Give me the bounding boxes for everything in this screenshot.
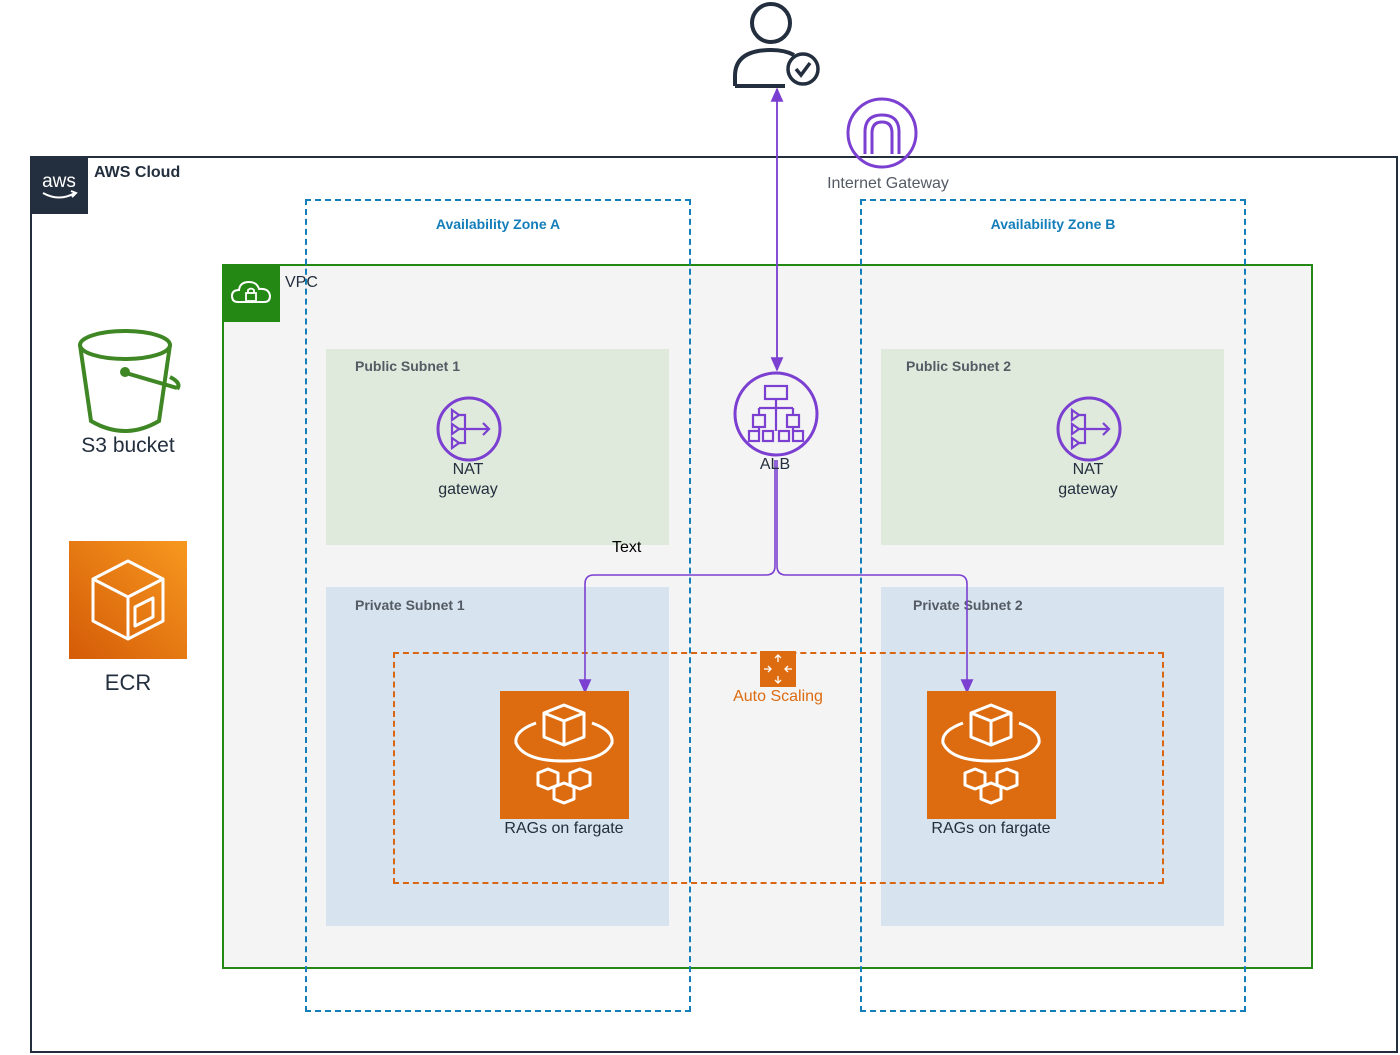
fargate-2-label: RAGs on fargate	[931, 820, 1051, 837]
nat-gateway-1-label: NAT gateway	[418, 460, 518, 500]
s3-bucket-label: S3 bucket	[81, 434, 175, 457]
floating-text-label: Text	[612, 539, 642, 556]
vpc-cloud-lock-icon	[222, 264, 280, 322]
alb-label: ALB	[759, 456, 791, 473]
fargate-2-icon	[927, 691, 1056, 819]
svg-text:aws: aws	[42, 171, 76, 192]
public-subnet-1	[326, 349, 669, 545]
nat-gateway-1-label-line1: NAT	[452, 461, 484, 478]
fargate-1-label: RAGs on fargate	[504, 820, 624, 837]
nat-gateway-1-icon	[436, 396, 502, 462]
availability-zone-b-label: Availability Zone B	[990, 216, 1116, 232]
auto-scaling-icon	[760, 651, 796, 687]
aws-cloud-label: AWS Cloud	[94, 164, 181, 181]
private-subnet-1-label: Private Subnet 1	[355, 597, 465, 613]
aws-cloud-container	[30, 156, 1398, 1053]
public-subnet-1-label: Public Subnet 1	[355, 358, 461, 374]
load-balancer-icon	[733, 371, 819, 457]
nat-gateway-2-label-line2: gateway	[1058, 481, 1118, 498]
public-subnet-2-label: Public Subnet 2	[906, 358, 1012, 374]
internet-gateway-icon	[846, 97, 918, 169]
ecr-label: ECR	[104, 670, 152, 695]
nat-gateway-2-label-line1: NAT	[1072, 461, 1104, 478]
private-subnet-2-label: Private Subnet 2	[913, 597, 1023, 613]
aws-logo-icon: aws	[30, 156, 88, 214]
availability-zone-b	[860, 199, 1246, 1012]
fargate-1-icon	[500, 691, 629, 819]
nat-gateway-1-label-line2: gateway	[438, 481, 498, 498]
auto-scaling-label: Auto Scaling	[733, 688, 823, 705]
nat-gateway-2-label: NAT gateway	[1038, 460, 1138, 500]
public-subnet-2	[881, 349, 1224, 545]
availability-zone-a	[305, 199, 691, 1012]
user-check-icon	[733, 2, 820, 88]
availability-zone-a-label: Availability Zone A	[435, 216, 561, 232]
alb-to-fargate-1-line	[578, 460, 776, 694]
internet-gateway-label: Internet Gateway	[827, 175, 949, 192]
alb-to-fargate-2-line	[776, 460, 974, 694]
vpc-label: VPC	[285, 274, 318, 291]
s3-bucket-icon	[78, 329, 181, 433]
ecr-icon	[69, 541, 187, 659]
nat-gateway-2-icon	[1056, 396, 1122, 462]
